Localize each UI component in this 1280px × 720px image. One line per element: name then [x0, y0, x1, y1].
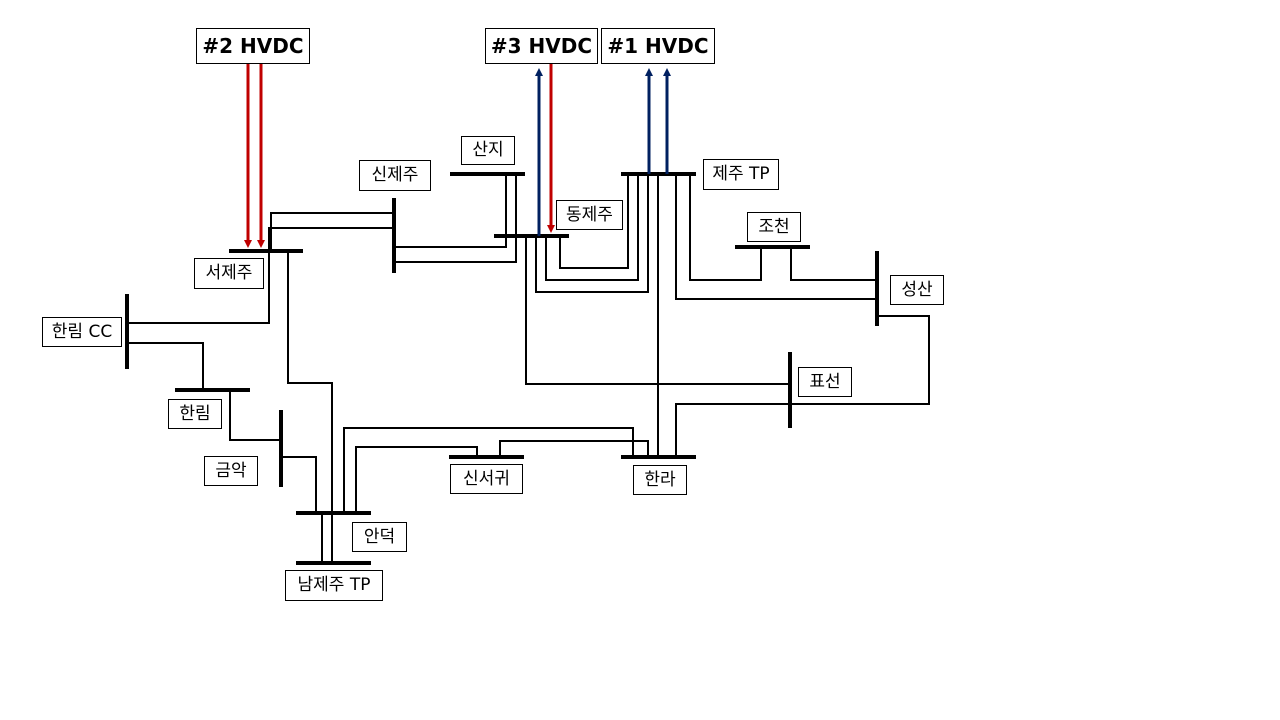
line-dongjeju-pyoseon: [525, 236, 790, 385]
bus-label-andeok: 안덕: [352, 522, 407, 552]
transmission-lines: [127, 174, 930, 563]
bus-bars: [125, 172, 879, 565]
bus-label-dongjeju: 동제주: [556, 200, 623, 230]
line-sinjeju-dongjeju-1: [394, 174, 507, 248]
line-dongjeju-jejutp-2: [545, 174, 639, 281]
line-dongjeju-jejutp-3: [559, 174, 629, 269]
bus-label-pyoseon: 표선: [798, 367, 852, 397]
line-jocheon-seongsan: [790, 247, 877, 281]
bus-label-seojeju: 서제주: [194, 258, 264, 289]
line-sinseogwi-halla: [499, 440, 649, 457]
hvdc3-label: #3 HVDC: [485, 28, 598, 64]
bus-label-seongsan: 성산: [890, 275, 944, 305]
bus-label-namjeju-tp: 남제주 TP: [285, 570, 383, 601]
hvdc-flows: [244, 64, 671, 248]
line-seojeju-namjeju: [287, 251, 333, 563]
bus-label-sinjeju: 신제주: [359, 160, 431, 191]
bus-label-geumak: 금악: [204, 456, 258, 486]
bus-label-hallim: 한림: [168, 399, 222, 429]
line-hallim-geumak: [229, 390, 281, 441]
bus-label-sinseogwi: 신서귀: [450, 464, 523, 494]
line-dongjeju-jejutp-1: [535, 174, 649, 293]
hvdc2-label: #2 HVDC: [196, 28, 310, 64]
line-andeok-halla: [343, 427, 634, 513]
line-sinjeju-dongjeju-2: [394, 174, 517, 263]
line-andeok-sinseogwi: [355, 446, 478, 513]
bus-label-halla: 한라: [633, 465, 687, 495]
bus-label-jeju-tp: 제주 TP: [703, 159, 779, 190]
line-jejutp-seongsan: [675, 174, 877, 300]
bus-label-jocheon: 조천: [747, 212, 801, 242]
line-geumak-andeok: [281, 456, 317, 513]
line-pyoseon-halla: [675, 403, 790, 457]
hvdc1-label: #1 HVDC: [601, 28, 715, 64]
line-hallimcc-sinjeju: [127, 227, 394, 324]
line-hallimcc-hallim: [127, 342, 204, 390]
bus-label-sanji: 산지: [461, 136, 515, 165]
line-seojeju-sinjeju: [270, 212, 394, 251]
bus-label-hallim-cc: 한림 CC: [42, 317, 122, 347]
line-jejutp-jocheon: [689, 174, 762, 281]
line-seongsan-pyoseon: [790, 315, 930, 405]
